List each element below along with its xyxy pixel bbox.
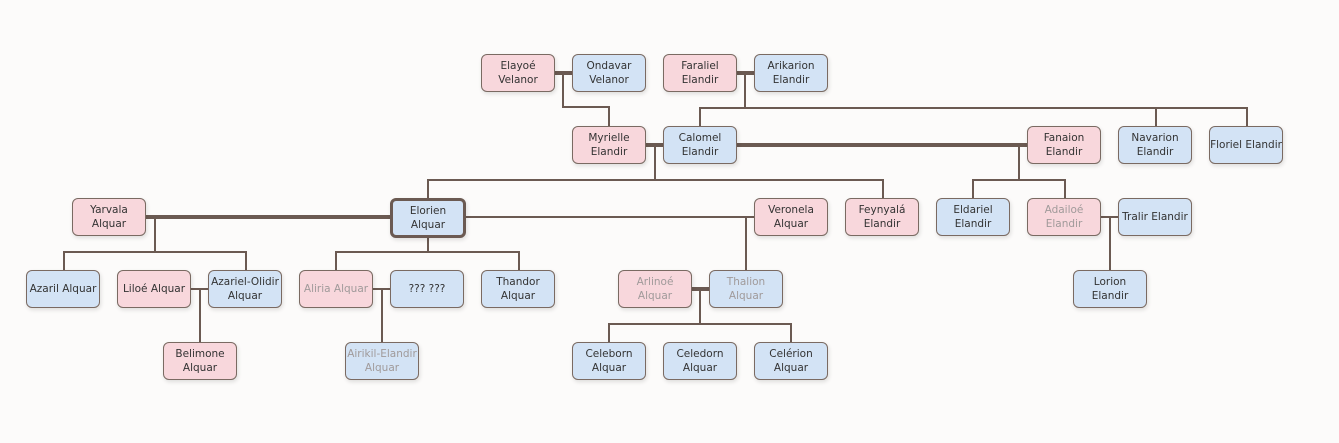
descent-line — [608, 289, 792, 342]
person-node-elorien[interactable]: Elorien Alquar — [390, 198, 466, 238]
person-name: Celedorn Alquar — [676, 348, 724, 374]
person-node-tralir[interactable]: Tralir Elandir — [1118, 198, 1192, 236]
person-name: Thandor Alquar — [496, 276, 540, 302]
person-name: Eldariel Elandir — [953, 204, 993, 230]
person-node-feynyala[interactable]: Feynyalá Elandir — [845, 198, 919, 236]
person-name: Azaril Alquar — [29, 283, 97, 295]
person-node-adailoe[interactable]: Adailoé Elandir — [1027, 198, 1101, 236]
person-node-arlinoe[interactable]: Arlinoé Alquar — [618, 270, 692, 308]
person-node-lorion[interactable]: Lorion Elandir — [1073, 270, 1147, 308]
person-name: Floriel Elandir — [1210, 139, 1282, 151]
descent-line — [335, 236, 520, 270]
person-node-myrielle[interactable]: Myrielle Elandir — [572, 126, 646, 164]
person-node-thandor[interactable]: Thandor Alquar — [481, 270, 555, 308]
person-node-belimone[interactable]: Belimone Alquar — [163, 342, 237, 380]
person-name: Fanaion Elandir — [1043, 132, 1085, 158]
person-node-elayoe[interactable]: Elayoé Velanor — [481, 54, 555, 92]
person-name: Arikarion Elandir — [767, 60, 815, 86]
marriage-line — [191, 288, 208, 342]
descent-line — [63, 217, 247, 270]
person-name: Feynyalá Elandir — [858, 204, 906, 230]
person-name: Faraliel Elandir — [681, 60, 719, 86]
person-name: Thalion Alquar — [726, 276, 766, 302]
person-node-floriel[interactable]: Floriel Elandir — [1209, 126, 1283, 164]
person-node-ondavar[interactable]: Ondavar Velanor — [572, 54, 646, 92]
person-name: Belimone Alquar — [175, 348, 225, 374]
descent-line — [699, 73, 1248, 126]
person-node-navarion[interactable]: Navarion Elandir — [1118, 126, 1192, 164]
person-name: Azariel-Olidir Alquar — [211, 276, 279, 302]
person-name: Liloé Alquar — [122, 283, 186, 295]
marriage-line — [373, 288, 390, 342]
person-node-aliria[interactable]: Aliria Alquar — [299, 270, 373, 308]
person-name: Myrielle Elandir — [588, 132, 630, 158]
person-name: Ondavar Velanor — [586, 60, 632, 86]
person-node-veronela[interactable]: Veronela Alquar — [754, 198, 828, 236]
person-name: Calomel Elandir — [678, 132, 722, 158]
person-node-airikil[interactable]: Airikil-Elandir Alquar — [345, 342, 419, 380]
person-node-celedorn[interactable]: Celedorn Alquar — [663, 342, 737, 380]
person-node-fanaion[interactable]: Fanaion Elandir — [1027, 126, 1101, 164]
descent-line — [427, 145, 884, 198]
person-node-azaril[interactable]: Azaril Alquar — [26, 270, 100, 308]
person-name: Airikil-Elandir Alquar — [347, 348, 417, 374]
descent-line — [562, 73, 610, 126]
person-name: Arlinoé Alquar — [636, 276, 674, 302]
person-node-faraliel[interactable]: Faraliel Elandir — [663, 54, 737, 92]
person-name: Elorien Alquar — [409, 205, 447, 231]
marriage-line — [466, 216, 754, 270]
person-name: Celeborn Alquar — [585, 348, 633, 374]
person-name: Celérion Alquar — [769, 348, 813, 374]
person-node-celeborn[interactable]: Celeborn Alquar — [572, 342, 646, 380]
person-node-azariel[interactable]: Azariel-Olidir Alquar — [208, 270, 282, 308]
person-name: Adailoé Elandir — [1044, 204, 1084, 230]
marriage-line — [1101, 216, 1118, 270]
person-name: Elayoé Velanor — [498, 60, 538, 86]
person-node-liloe[interactable]: Liloé Alquar — [117, 270, 191, 308]
person-name: Veronela Alquar — [768, 204, 814, 230]
person-node-unknown[interactable]: ??? ??? — [390, 270, 464, 308]
person-name: ??? ??? — [408, 283, 446, 295]
person-node-thalion[interactable]: Thalion Alquar — [709, 270, 783, 308]
person-name: Tralir Elandir — [1122, 211, 1188, 223]
person-node-arikarion[interactable]: Arikarion Elandir — [754, 54, 828, 92]
person-name: Yarvala Alquar — [90, 204, 128, 230]
person-node-yarvala[interactable]: Yarvala Alquar — [72, 198, 146, 236]
person-name: Lorion Elandir — [1091, 276, 1129, 302]
descent-line — [972, 145, 1066, 198]
person-node-celerion[interactable]: Celérion Alquar — [754, 342, 828, 380]
person-node-eldariel[interactable]: Eldariel Elandir — [936, 198, 1010, 236]
person-name: Aliria Alquar — [303, 283, 369, 295]
person-name: Navarion Elandir — [1131, 132, 1179, 158]
person-node-calomel[interactable]: Calomel Elandir — [663, 126, 737, 164]
